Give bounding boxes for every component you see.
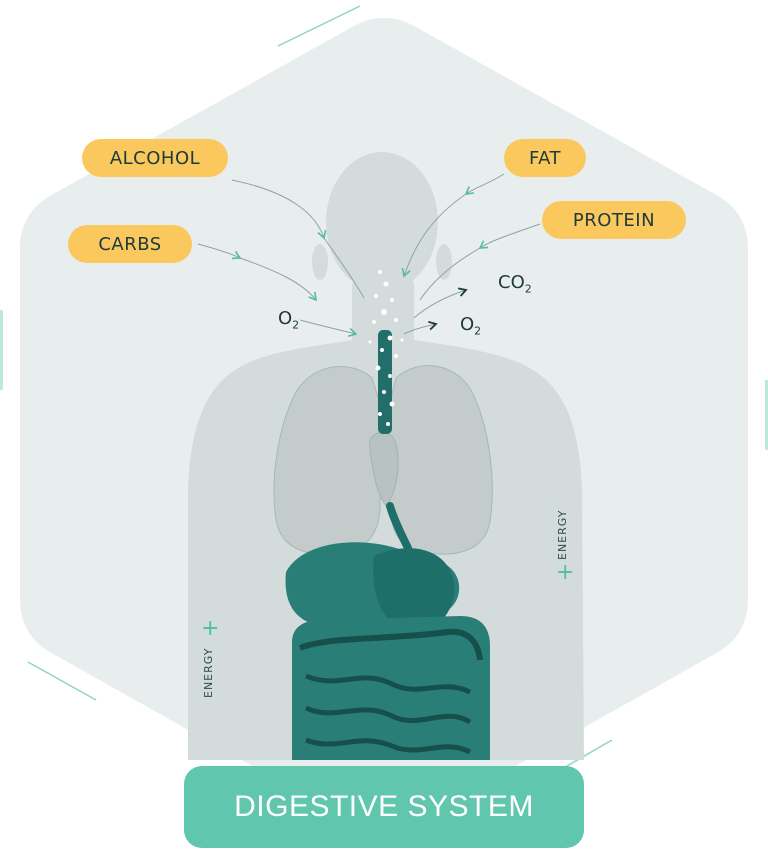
airflow-bubbles (368, 270, 404, 426)
esophagus (386, 502, 412, 552)
o2-in-label: O2 (278, 308, 300, 332)
alcohol-label: ALCOHOL (82, 139, 228, 177)
trachea (378, 330, 392, 434)
accent-line (277, 5, 361, 47)
o2-out-label: O2 (460, 314, 482, 338)
energy-plus-right: + (556, 560, 575, 585)
digestive-organs (285, 542, 490, 760)
energy-label-right: ENERGY (556, 509, 569, 560)
fat-label: FAT (504, 139, 586, 177)
accent-bar (765, 380, 768, 450)
co2-out-label: CO2 (498, 272, 532, 296)
accent-line (559, 739, 613, 771)
energy-plus-left: + (201, 616, 220, 641)
protein-label: PROTEIN (542, 201, 686, 239)
accent-bar (0, 310, 3, 390)
title-banner: DIGESTIVE SYSTEM (184, 766, 584, 848)
lungs (273, 365, 493, 555)
diagram-title: DIGESTIVE SYSTEM (234, 790, 534, 823)
energy-label-left: ENERGY (202, 647, 215, 698)
carbs-label: CARBS (68, 225, 192, 263)
gas-out-arrows (403, 287, 468, 335)
accent-line (27, 661, 97, 701)
nutrient-arrows (197, 173, 541, 337)
